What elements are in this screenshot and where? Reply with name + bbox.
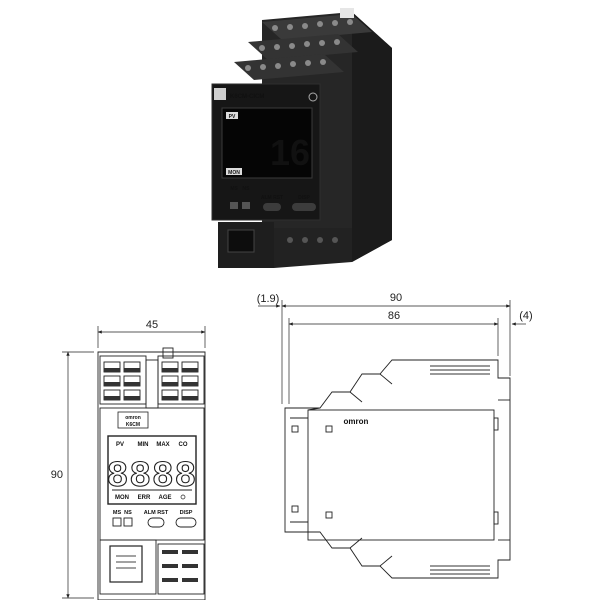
photo-ms-led <box>230 202 238 209</box>
front-led-ns: NS <box>124 510 132 516</box>
front-model: K6CM <box>126 422 140 428</box>
photo-mon-badge: MON <box>228 170 240 176</box>
front-view <box>97 347 206 600</box>
device-icon <box>308 92 318 102</box>
front-brand: omron <box>125 415 141 421</box>
side-body-depth-label: 86 <box>388 310 400 322</box>
side-offset-left-label: (1.9) <box>257 293 280 305</box>
front-width-label: 45 <box>146 319 158 331</box>
front-label-pv: PV <box>116 442 124 448</box>
photo-pv-badge: PV <box>229 114 236 120</box>
front-rj45-port <box>109 545 143 583</box>
photo-disp-label: DISP <box>298 195 310 201</box>
photo-alm-rst-button[interactable] <box>263 203 281 211</box>
side-total-depth-label: 90 <box>390 292 402 304</box>
side-brand: omron <box>344 417 369 426</box>
front-label-err: ERR <box>138 495 151 501</box>
photo-disp-button[interactable] <box>292 203 316 211</box>
side-dimensions <box>258 300 526 404</box>
front-display-digits: 8888 <box>107 456 197 497</box>
photo-top-label: K6CM-CICM <box>230 94 264 100</box>
photo-ns-led <box>242 202 250 209</box>
front-height-label: 90 <box>51 469 63 481</box>
front-label-max: MAX <box>156 442 169 448</box>
terminal-blocks <box>234 8 372 80</box>
front-label-age: AGE <box>158 495 171 501</box>
side-offset-right-label: (4) <box>519 310 532 322</box>
front-view-labels: omron K6CM PV MIN MAX CO 8888 MON ERR AG… <box>106 411 197 516</box>
photo-rj45-port <box>227 229 255 253</box>
front-label-mon: MON <box>115 495 129 501</box>
photo-display-value: 16 <box>270 132 310 173</box>
front-btn-alm-rst: ALM RST <box>144 510 169 516</box>
product-photo: K6CM-CICM PV 16 MON MS NS ALM RST DISP <box>211 8 392 268</box>
side-view <box>284 359 511 579</box>
front-indicator-icon <box>180 494 186 500</box>
front-btn-disp: DISP <box>180 510 193 516</box>
front-label-min: MIN <box>138 442 149 448</box>
qr-code-icon <box>214 88 226 100</box>
front-dimensions <box>62 326 206 599</box>
photo-led-ms: MS <box>230 186 238 192</box>
front-label-co: CO <box>179 442 188 448</box>
photo-led-ns: NS <box>243 186 251 192</box>
photo-alm-rst-label: ALM RST <box>261 195 283 201</box>
front-led-ms: MS <box>113 510 122 516</box>
